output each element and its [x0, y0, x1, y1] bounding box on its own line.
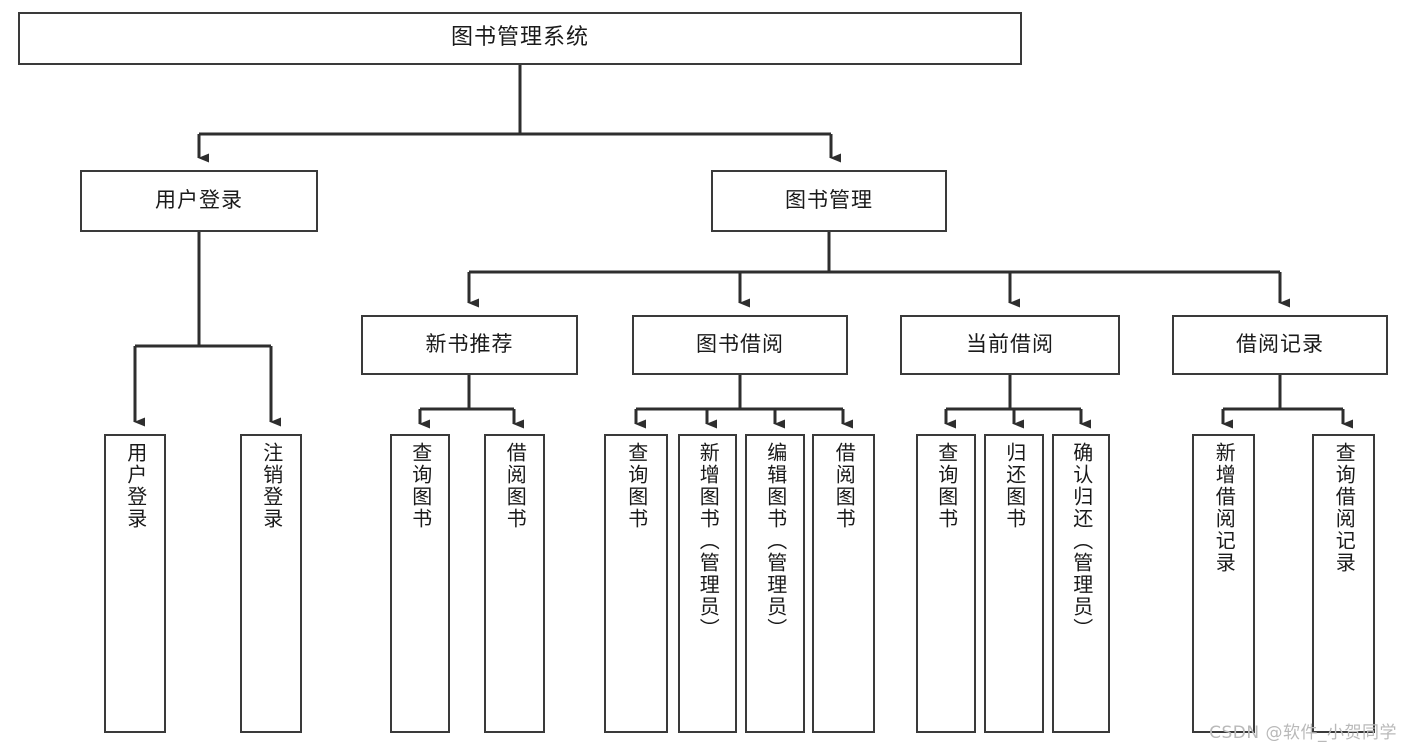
leaf-query-books-recommend[interactable]: 查询图书 [390, 434, 450, 733]
node-label: 确认归还（管理员） [1069, 442, 1094, 640]
node-label: 新增借阅记录 [1212, 442, 1237, 574]
node-label: 用户登录 [155, 188, 243, 213]
leaf-user-login[interactable]: 用户登录 [104, 434, 166, 733]
node-book-management[interactable]: 图书管理 [711, 170, 947, 232]
node-label: 用户登录 [123, 442, 148, 530]
node-label: 借阅记录 [1236, 332, 1324, 357]
leaf-borrow-books[interactable]: 借阅图书 [812, 434, 875, 733]
node-label: 图书管理系统 [450, 25, 589, 51]
leaf-add-book-admin[interactable]: 新增图书（管理员） [678, 434, 737, 733]
node-book-borrowing[interactable]: 图书借阅 [632, 315, 848, 375]
leaf-confirm-return-admin[interactable]: 确认归还（管理员） [1052, 434, 1110, 733]
node-root[interactable]: 图书管理系统 [18, 12, 1022, 65]
node-label: 图书管理 [785, 188, 873, 213]
node-label: 注销登录 [259, 442, 284, 530]
node-label: 归还图书 [1002, 442, 1027, 530]
leaf-logout[interactable]: 注销登录 [240, 434, 302, 733]
node-label: 新增图书（管理员） [696, 442, 721, 640]
node-label: 查询图书 [934, 442, 959, 530]
node-label: 新书推荐 [425, 332, 514, 357]
leaf-edit-book-admin[interactable]: 编辑图书（管理员） [745, 434, 805, 733]
node-label: 借阅图书 [832, 442, 857, 530]
leaf-borrow-books-recommend[interactable]: 借阅图书 [484, 434, 545, 733]
node-user-login[interactable]: 用户登录 [80, 170, 318, 232]
node-new-book-recommendation[interactable]: 新书推荐 [361, 315, 578, 375]
leaf-query-books-current[interactable]: 查询图书 [916, 434, 976, 733]
node-label: 编辑图书（管理员） [763, 442, 788, 640]
node-label: 图书借阅 [696, 332, 784, 357]
node-borrow-records[interactable]: 借阅记录 [1172, 315, 1388, 375]
leaf-query-books-borrowing[interactable]: 查询图书 [604, 434, 668, 733]
leaf-return-books[interactable]: 归还图书 [984, 434, 1044, 733]
node-label: 借阅图书 [503, 442, 528, 530]
node-label: 查询借阅记录 [1332, 442, 1357, 574]
leaf-query-borrow-record[interactable]: 查询借阅记录 [1312, 434, 1375, 733]
node-label: 查询图书 [408, 442, 433, 530]
node-current-borrowing[interactable]: 当前借阅 [900, 315, 1120, 375]
watermark: CSDN @软件_小贺同学 [1209, 723, 1397, 743]
node-label: 当前借阅 [966, 332, 1054, 357]
leaf-add-borrow-record[interactable]: 新增借阅记录 [1192, 434, 1255, 733]
node-label: 查询图书 [624, 442, 649, 530]
